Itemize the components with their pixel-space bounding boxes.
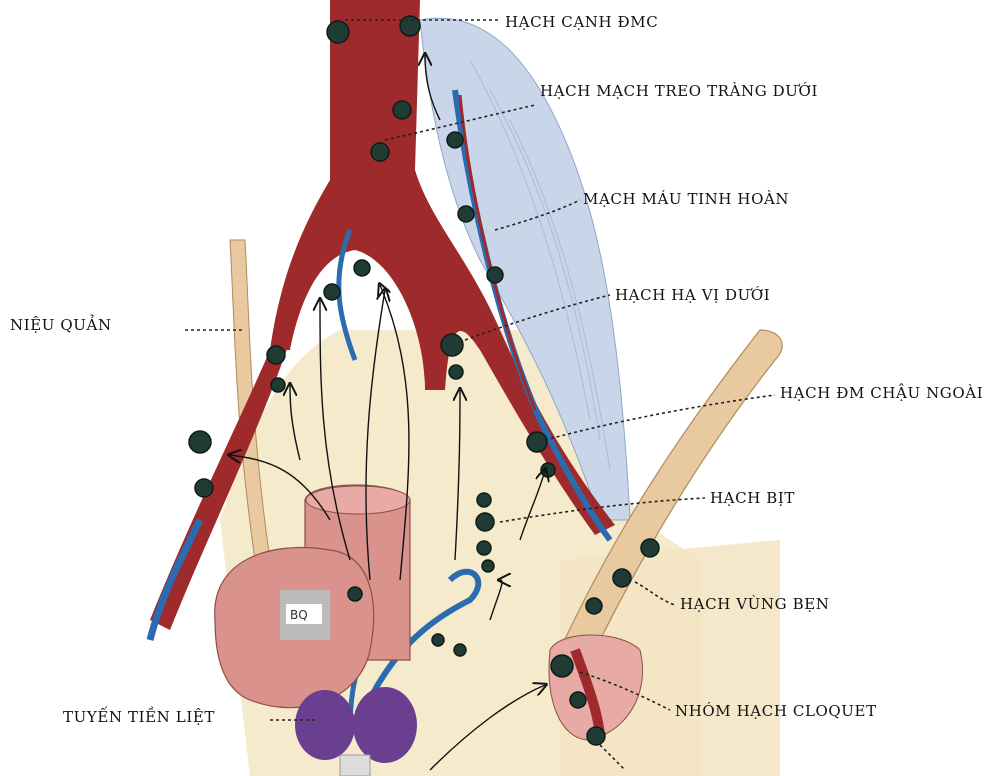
lymph-node	[487, 267, 503, 283]
vein-left	[150, 520, 200, 640]
prostate-right	[353, 687, 417, 763]
lymph-node	[570, 692, 586, 708]
lymph-node	[432, 634, 444, 646]
bq-label: BQ	[290, 608, 308, 622]
rectum-opening	[306, 486, 410, 514]
label-hach-bit: HẠCH BỊT	[710, 489, 795, 507]
lymph-node	[454, 644, 466, 656]
lymph-node	[477, 541, 491, 555]
label-hach-canh-dmc: HẠCH CẠNH ĐMC	[505, 13, 658, 31]
lymph-node	[458, 206, 474, 222]
lymph-node	[348, 587, 362, 601]
label-hach-ha-vi-duoi: HẠCH HẠ VỊ DƯỚI	[615, 286, 770, 304]
lymph-node	[586, 598, 602, 614]
lymph-node	[482, 560, 494, 572]
prostate-left	[295, 690, 355, 760]
lymph-node	[189, 431, 211, 453]
lymph-node	[354, 260, 370, 276]
lymph-node	[447, 132, 463, 148]
lymph-node	[327, 21, 349, 43]
lymph-node	[476, 513, 494, 531]
lymph-node	[551, 655, 573, 677]
lymph-node	[477, 493, 491, 507]
lymph-node	[641, 539, 659, 557]
lymph-node	[271, 378, 285, 392]
lymph-node	[267, 346, 285, 364]
lymph-node	[527, 432, 547, 452]
lymph-node	[393, 101, 411, 119]
lymph-node	[587, 727, 605, 745]
label-nhom-hach-cloquet: NHÓM HẠCH CLOQUET	[675, 702, 877, 720]
label-nieu-quan: NIỆU QUẢN	[10, 316, 112, 334]
lymph-node	[195, 479, 213, 497]
lymph-node	[441, 334, 463, 356]
lymph-node	[324, 284, 340, 300]
label-hach-dm-chau-ngoai: HẠCH ĐM CHẬU NGOÀI	[780, 384, 983, 402]
label-hach-mach-treo-trang-duoi: HẠCH MẠCH TREO TRÀNG DƯỚI	[540, 82, 818, 100]
label-mach-mau-tinh-hoan: MẠCH MÁU TINH HOÀN	[583, 190, 789, 208]
lymph-node	[371, 143, 389, 161]
label-tuyen-tien-liet: TUYẾN TIỀN LIỆT	[63, 708, 215, 726]
lymph-node	[613, 569, 631, 587]
lymph-node	[400, 16, 420, 36]
label-hach-vung-ben: HẠCH VÙNG BẸN	[680, 595, 830, 613]
lymph-node	[449, 365, 463, 379]
